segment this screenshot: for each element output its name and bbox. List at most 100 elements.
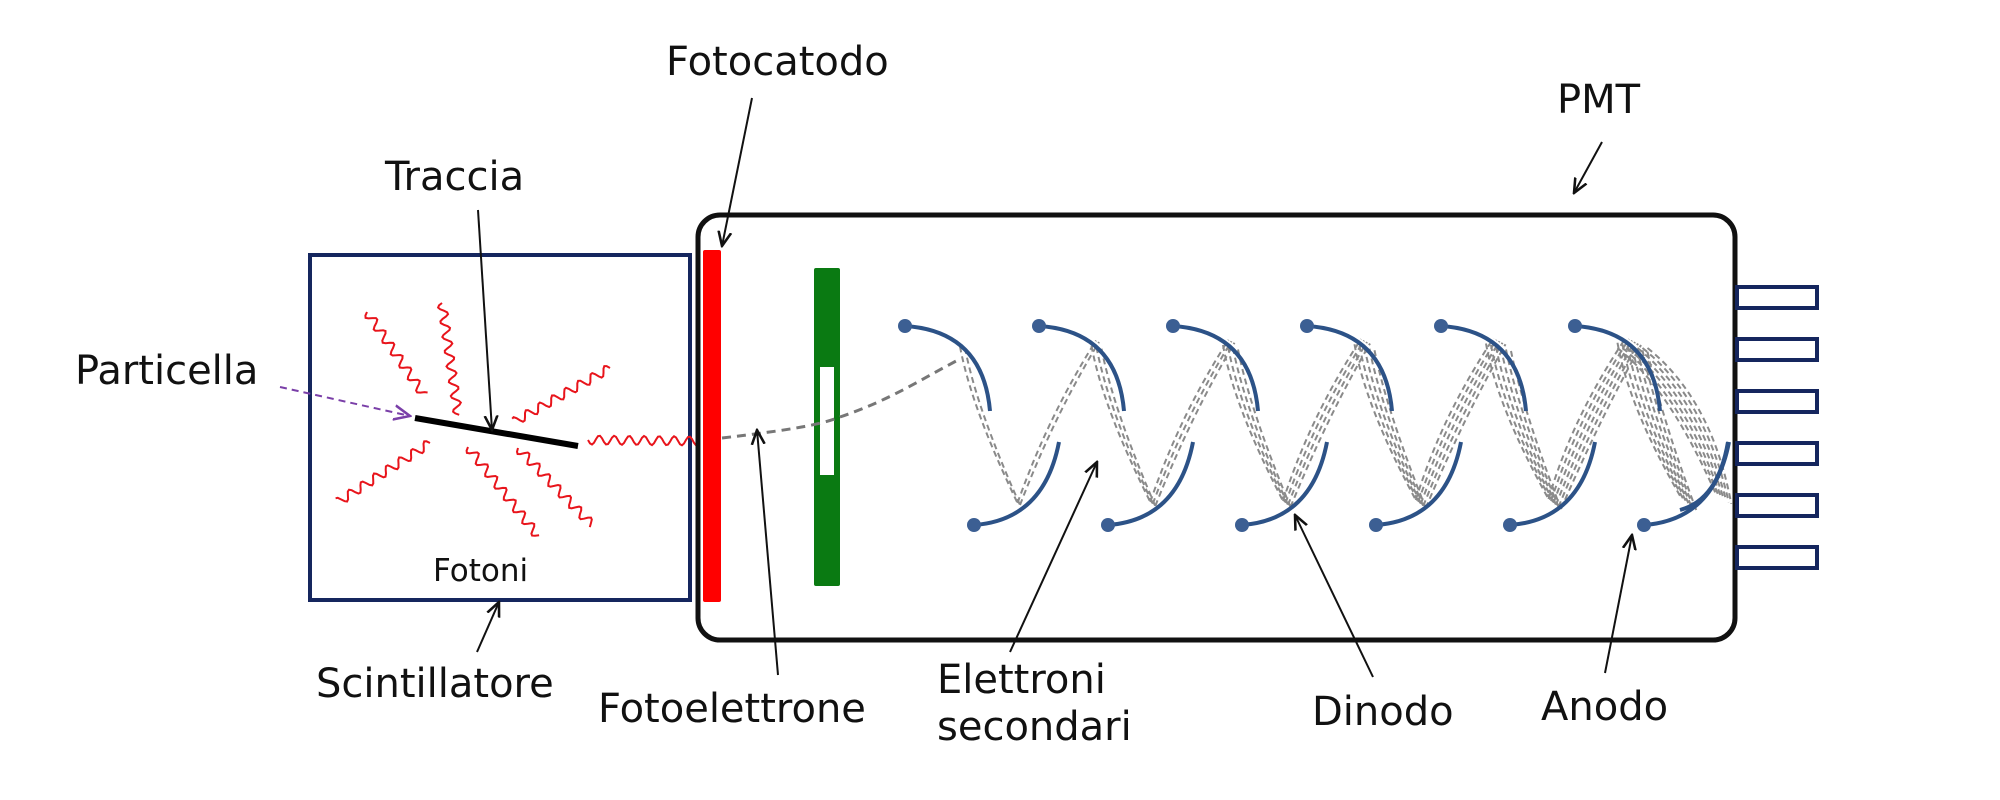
electron-path xyxy=(1358,345,1420,503)
dynode-bottom xyxy=(1241,441,1329,527)
dynode-bead xyxy=(1369,518,1383,532)
electron-path xyxy=(1424,343,1507,509)
electron-path xyxy=(1485,343,1550,500)
photon-wave xyxy=(465,446,540,537)
electron-path xyxy=(1282,338,1362,502)
dynode-bead xyxy=(1032,319,1046,333)
electron-path xyxy=(1641,347,1730,503)
electron-path xyxy=(1149,339,1230,503)
dynode-bottom xyxy=(1107,441,1195,527)
anode-pin xyxy=(1735,337,1819,362)
photon-wave xyxy=(515,447,593,528)
electron-path xyxy=(1631,347,1690,505)
electron-path xyxy=(1417,339,1498,503)
arrow-scintillatore xyxy=(476,602,499,653)
electron-path xyxy=(1095,347,1154,505)
dynode-bead xyxy=(1101,518,1115,532)
electron-path xyxy=(1646,351,1698,511)
electron-path xyxy=(1636,348,1693,507)
anode-pin xyxy=(1735,493,1819,518)
electron-path xyxy=(1414,337,1495,501)
arrow-dinodo xyxy=(1295,515,1374,678)
dynode-top xyxy=(904,324,992,412)
electron-path xyxy=(1641,350,1695,509)
photon-wave xyxy=(436,302,463,416)
arrow-traccia xyxy=(477,209,492,430)
photoelectron-trajectory xyxy=(721,358,959,440)
anode-pin xyxy=(1735,389,1819,414)
dynode-bead xyxy=(898,319,912,333)
arrow-fotoelettrone xyxy=(757,430,779,676)
electron-path xyxy=(1547,336,1627,500)
dynode-bead xyxy=(1637,518,1651,532)
dynode-bead xyxy=(1166,319,1180,333)
dynode-last xyxy=(1679,441,1730,512)
electron-path xyxy=(1510,350,1562,510)
electron-path xyxy=(1621,347,1720,497)
electron-path xyxy=(1505,349,1560,508)
dynode-bottom xyxy=(1509,441,1597,527)
label-dinodo: Dinodo xyxy=(1312,689,1454,735)
electron-path xyxy=(1616,342,1683,499)
particle-track xyxy=(414,415,579,449)
label-fotoni: Fotoni xyxy=(433,553,528,589)
dynode-bead xyxy=(1568,319,1582,333)
electron-path xyxy=(1373,350,1427,509)
arrow-pmt xyxy=(1574,141,1603,193)
electron-path xyxy=(1500,347,1557,506)
dynode-bead xyxy=(1503,518,1517,532)
electron-path xyxy=(1557,342,1639,508)
electron-path xyxy=(1495,346,1555,504)
photon-wave xyxy=(364,311,428,394)
arrow-fotocatodo xyxy=(722,97,753,246)
photons-group xyxy=(335,302,699,537)
pmt-tube xyxy=(695,212,1738,643)
electron-path xyxy=(1289,342,1371,508)
dynode-bottom xyxy=(1375,441,1463,527)
label-scintillatore: Scintillatore xyxy=(316,661,554,707)
particle-path xyxy=(279,386,410,416)
anode-pins-group xyxy=(1735,285,1819,570)
anode-pin xyxy=(1735,441,1819,466)
electron-path xyxy=(1550,338,1630,502)
electron-path xyxy=(1626,347,1723,499)
electron-path xyxy=(1616,347,1718,496)
electron-path xyxy=(1227,346,1287,504)
dynodes-group xyxy=(898,319,1731,532)
dynode-top xyxy=(1172,324,1260,412)
photon-wave xyxy=(511,365,611,423)
electron-path xyxy=(1368,348,1425,507)
electron-path xyxy=(1560,344,1642,510)
electron-path xyxy=(1363,347,1422,505)
dynode-top xyxy=(1306,324,1394,412)
dynode-top xyxy=(1038,324,1126,412)
scintillator-box xyxy=(308,253,692,602)
label-traccia: Traccia xyxy=(384,154,524,200)
electron-path xyxy=(1237,349,1292,508)
arrow-elettroni xyxy=(1009,462,1097,653)
electron-path xyxy=(1490,344,1552,502)
label-particella: Particella xyxy=(75,348,258,394)
label-elettroni-line1: Elettroni xyxy=(937,657,1106,703)
electron-path xyxy=(964,347,1021,506)
dynode-bead xyxy=(1235,518,1249,532)
photon-wave xyxy=(587,434,699,447)
dynode-top xyxy=(1440,324,1528,412)
electron-path xyxy=(959,346,1019,504)
dynode-bead xyxy=(1300,319,1314,333)
secondary-electrons-group xyxy=(959,336,1733,511)
dynode-bead xyxy=(967,518,981,532)
electron-path xyxy=(1100,348,1157,507)
arrow-anodo xyxy=(1604,535,1632,674)
electron-path xyxy=(1151,340,1233,505)
electron-path xyxy=(1353,344,1417,501)
label-anodo: Anodo xyxy=(1541,684,1668,730)
electron-path xyxy=(1090,345,1152,503)
electron-path xyxy=(1284,339,1365,504)
electron-path xyxy=(1232,347,1289,506)
electron-path xyxy=(1222,344,1284,502)
label-fotocatodo: Fotocatodo xyxy=(666,39,889,85)
electron-path xyxy=(1154,342,1236,507)
electron-path xyxy=(1646,347,1733,504)
